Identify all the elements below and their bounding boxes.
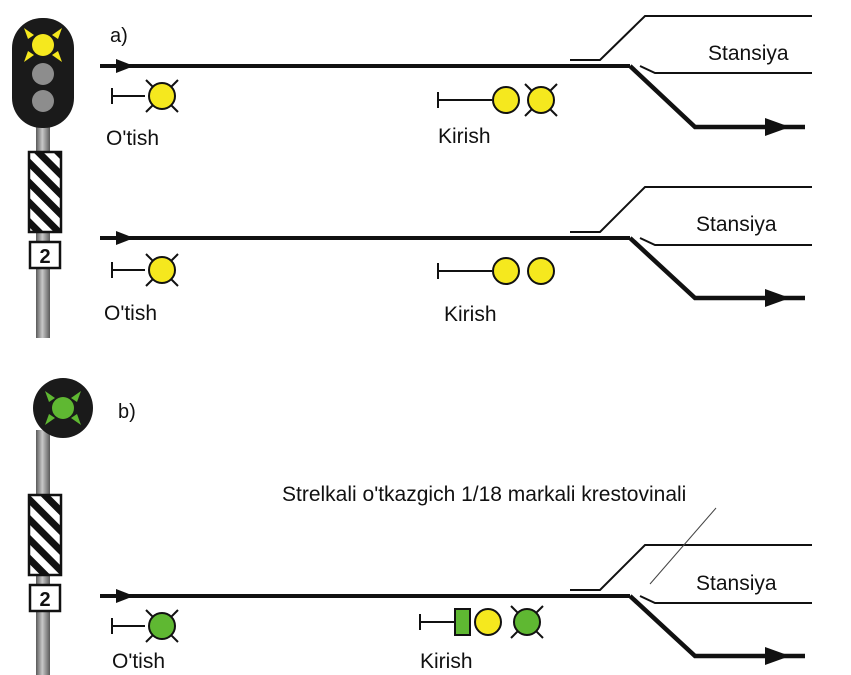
passing-signal-green-icon bbox=[111, 609, 179, 643]
signal-mast-a: 2 bbox=[12, 18, 74, 338]
passing-label: O'tish bbox=[106, 127, 159, 150]
number-plate bbox=[28, 240, 62, 270]
striped-plate bbox=[27, 150, 63, 234]
entry-signal-yellow-yellow-icon bbox=[437, 83, 558, 117]
station-label: Stansiya bbox=[708, 42, 789, 65]
number-plate-text: 2 bbox=[39, 589, 50, 611]
unlit-lamp-icon bbox=[32, 90, 54, 112]
number-plate bbox=[28, 583, 62, 613]
passing-label: O'tish bbox=[104, 302, 157, 325]
flashing-yellow-lamp-icon bbox=[24, 28, 62, 62]
unlit-lamp-icon bbox=[32, 63, 54, 85]
number-plate-text: 2 bbox=[39, 246, 50, 268]
direction-arrow-icon bbox=[765, 289, 790, 307]
striped-plate bbox=[27, 493, 63, 577]
switch-callout: Strelkali o'tkazgich 1/18 markali kresto… bbox=[282, 483, 686, 506]
flashing-green-lamp-icon bbox=[45, 391, 81, 425]
direction-arrow-icon bbox=[116, 589, 134, 603]
entry-label: Kirish bbox=[444, 303, 497, 326]
passing-signal-yellow-icon bbox=[111, 79, 179, 113]
direction-arrow-icon bbox=[765, 118, 790, 136]
track-diagram-b: Strelkali o'tkazgich 1/18 markali kresto… bbox=[100, 483, 812, 673]
direction-arrow-icon bbox=[116, 59, 134, 73]
signal-mast-b: 2 bbox=[27, 378, 93, 675]
station-label: Stansiya bbox=[696, 213, 777, 236]
station-label: Stansiya bbox=[696, 572, 777, 595]
passing-label: O'tish bbox=[112, 650, 165, 673]
entry-label: Kirish bbox=[438, 125, 491, 148]
passing-signal-yellow-icon bbox=[111, 253, 179, 287]
panel-tag-b: b) bbox=[118, 401, 136, 423]
entry-signal-green-yellow-green-icon bbox=[419, 605, 544, 639]
direction-arrow-icon bbox=[765, 647, 790, 665]
track-diagram-a2: Stansiya O'tish Kirish bbox=[100, 186, 812, 326]
panel-tag-a: a) bbox=[110, 25, 128, 47]
entry-label: Kirish bbox=[420, 650, 473, 673]
entry-signal-yellow-yellow-icon bbox=[437, 257, 555, 285]
track-diagram-a1: Stansiya O'tish Kirish bbox=[100, 15, 812, 150]
direction-arrow-icon bbox=[116, 231, 134, 245]
callout-leader-line bbox=[649, 507, 717, 585]
